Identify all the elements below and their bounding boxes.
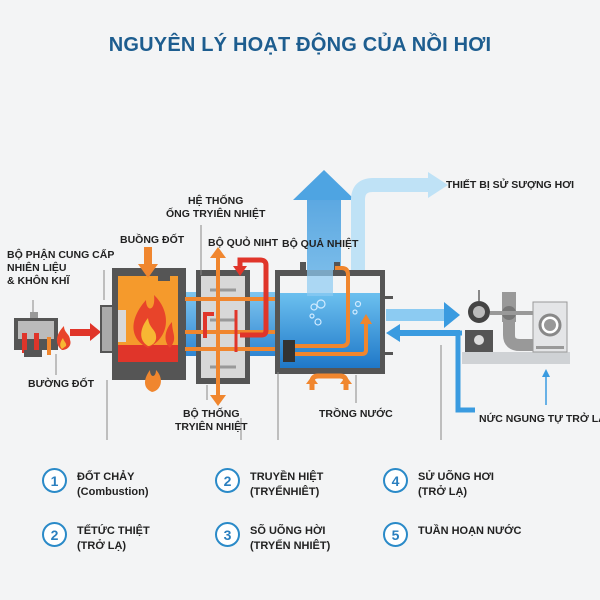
label-burner: BƯỜNG ĐỐT: [28, 378, 95, 390]
step-number-badge: 2: [215, 468, 240, 493]
water-drum: [275, 262, 393, 390]
legend-item: 1 ĐỐT CHẢY (Combustion): [42, 468, 149, 500]
label-line: ỐNG TRYIÊN NHIỆT: [166, 208, 266, 220]
legend-subtitle: (TRỞ LẠ): [418, 486, 468, 498]
label-condensate-return: NỨC NGUNG TỰ TRỞ LẠI: [479, 413, 600, 425]
legend-subtitle: (TRYẾN NHIÊT): [250, 540, 331, 552]
fuel-arrow: [70, 323, 101, 341]
label-combustion-chamber: BUỒNG ĐỐT: [120, 234, 185, 246]
page-title: NGUYÊN LÝ HOẠT ĐỘNG CỦA NỒI HƠI: [108, 34, 492, 56]
steam-pipe-arrow: [351, 172, 448, 300]
label-heat-transfer-system: BỘ THỐNG TRYIÊN NHIỆT: [175, 408, 248, 434]
label-line: NHIÊN LIỆU: [7, 262, 67, 274]
label-fuel-supply: BỘ PHẬN CUNG CẤP NHIÊN LIỆU & KHÔN KHĨ: [7, 249, 114, 288]
label-drum: TRỒNG NƯỚC: [319, 408, 393, 420]
down-arrow-furnace: [138, 247, 158, 278]
legend-title: TUẦN HOẠN NƯỚC: [418, 525, 522, 537]
burner-flame-icon: [56, 326, 71, 350]
label-line: TRYIÊN NHIỆT: [175, 421, 248, 433]
legend-item: 2 TẾTỨC THIỆT (TRỞ LẠ): [42, 522, 150, 554]
water-return-arrow: [386, 324, 475, 413]
step-number-badge: 3: [215, 522, 240, 547]
burner-unit: [14, 312, 58, 357]
label-economizer: BỘ QUỎ NIHT: [208, 237, 278, 249]
legend-subtitle: (TRYẾNHIÊT): [250, 486, 320, 498]
legend-title: ĐỐT CHẢY: [77, 471, 135, 483]
legend-item: 5 TUẦN HOẠN NƯỚC: [383, 522, 522, 547]
legend-title: TRUYỀN HIỆT: [250, 471, 324, 483]
legend-title: TẾTỨC THIỆT: [77, 525, 150, 537]
condensate-up-arrow: [542, 369, 550, 405]
combustion-chamber: [100, 268, 186, 380]
legend-item: 2 TRUYỀN HIỆT (TRYẾNHIÊT): [215, 468, 324, 500]
bottom-fire-icon: [145, 370, 161, 392]
step-number-badge: 4: [383, 468, 408, 493]
step-number-badge: 2: [42, 522, 67, 547]
label-line: HỆ THỐNG: [187, 195, 244, 207]
label-line: BỘ THỐNG: [182, 408, 240, 420]
legend-title: SÕ UÕNG HỜI: [250, 525, 326, 537]
label-line: & KHÔN KHĨ: [7, 275, 70, 287]
label-superheater: BỘ QUẢ NHIỆT: [282, 238, 359, 250]
step-number-badge: 1: [42, 468, 67, 493]
step-number-badge: 5: [383, 522, 408, 547]
steam-equipment: [462, 290, 570, 364]
legend-subtitle: (Combustion): [77, 486, 149, 498]
heat-exchanger: [185, 247, 280, 406]
label-line: BỘ PHẬN CUNG CẤP: [7, 249, 115, 261]
label-steam-equipment: THIẾT BỊ SỬ SƯỢNG HƠI: [446, 179, 575, 191]
legend-item: 4 SỬ UÕNG HƠI (TRỞ LẠ): [383, 468, 494, 500]
legend-title: SỬ UÕNG HƠI: [418, 471, 494, 483]
legend-item: 3 SÕ UÕNG HỜI (TRYẾN NHIÊT): [215, 522, 331, 554]
steam-out-arrow: [386, 302, 460, 328]
label-tube-system: HỆ THỐNG ỐNG TRYIÊN NHIỆT: [166, 195, 265, 221]
legend-subtitle: (TRỞ LẠ): [77, 540, 127, 552]
